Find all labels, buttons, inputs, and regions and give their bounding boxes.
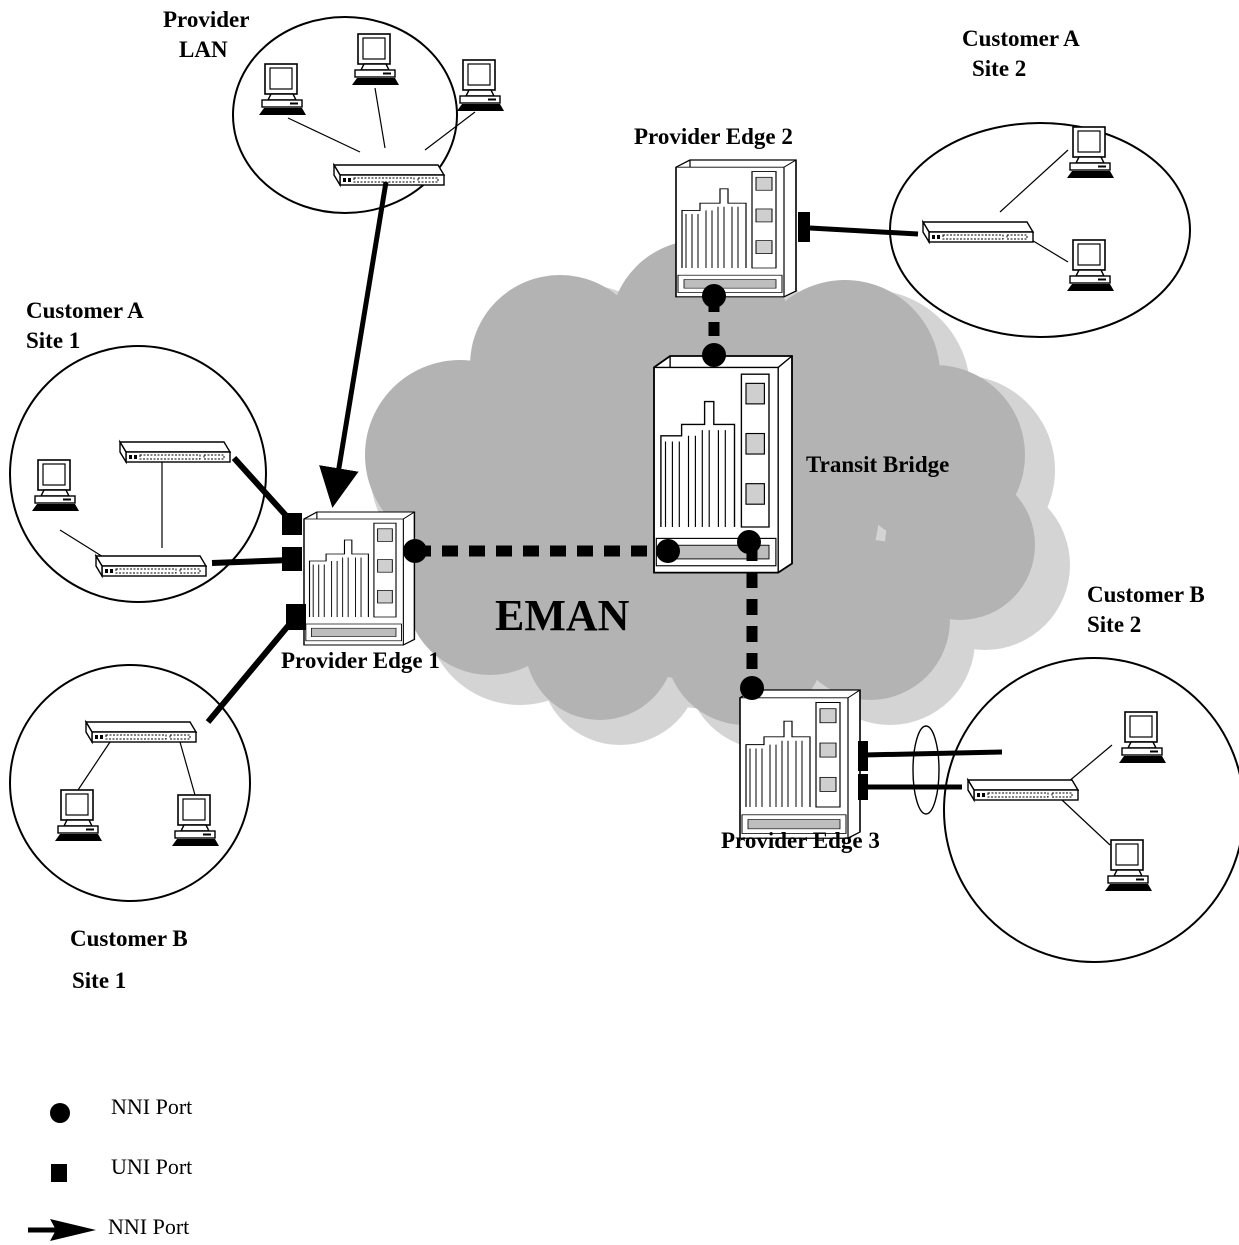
switch-icon (922, 221, 1034, 243)
provider-edge-1-chassis (303, 511, 416, 646)
transit-bridge-chassis (653, 355, 793, 574)
link-aggregation-ellipse (912, 725, 940, 815)
switch-icon (333, 164, 445, 186)
transit-bridge-label: Transit Bridge (806, 452, 950, 477)
eman-label: EMAN (495, 591, 630, 640)
customer-b-site1 (9, 664, 251, 902)
legend-square-icon (51, 1164, 67, 1182)
customer-a-site1 (9, 345, 267, 603)
provider-lan-label: Provider LAN (163, 7, 250, 62)
customer-b-site1-devices (54, 721, 220, 847)
switch-icon (967, 779, 1079, 801)
provider-edge-2-label: Provider Edge 2 (634, 124, 793, 149)
customer-a-site1-devices (31, 441, 231, 577)
uni-ports (282, 212, 868, 800)
provider-edge-3-label: Provider Edge 3 (721, 828, 880, 853)
legend-nni-port-circle-label: NNI Port (111, 1094, 193, 1119)
provider-edge-2-chassis (675, 159, 797, 298)
legend-nni-port-arrow-label: NNI Port (108, 1214, 190, 1239)
provider-lan-nni-arrow (319, 181, 389, 508)
switch-icon (95, 555, 207, 577)
legend-arrow-icon (28, 1219, 96, 1241)
provider-edge-3-chassis (739, 689, 861, 840)
customer-b-site1-label: Customer B Site 1 (70, 926, 188, 993)
legend-circle-icon (50, 1103, 70, 1123)
customer-b-site2-label: Customer B Site 2 (1087, 582, 1205, 637)
customer-b-site2 (943, 657, 1239, 963)
customer-a-site2-label: Customer A Site 2 (962, 26, 1080, 81)
nni-ports (403, 284, 764, 700)
customer-a-site2-devices (922, 126, 1115, 292)
uni-links (205, 225, 1003, 790)
customer-b-site2-devices (967, 711, 1167, 892)
switch-icon (85, 721, 197, 743)
customer-a-site1-label: Customer A Site 1 (26, 298, 144, 353)
legend-uni-port-label: UNI Port (111, 1154, 193, 1179)
workstation-icon (456, 59, 505, 112)
provider-lan-devices (258, 33, 505, 186)
switch-icon (119, 441, 231, 463)
provider-edge-1-label: Provider Edge 1 (281, 648, 440, 673)
